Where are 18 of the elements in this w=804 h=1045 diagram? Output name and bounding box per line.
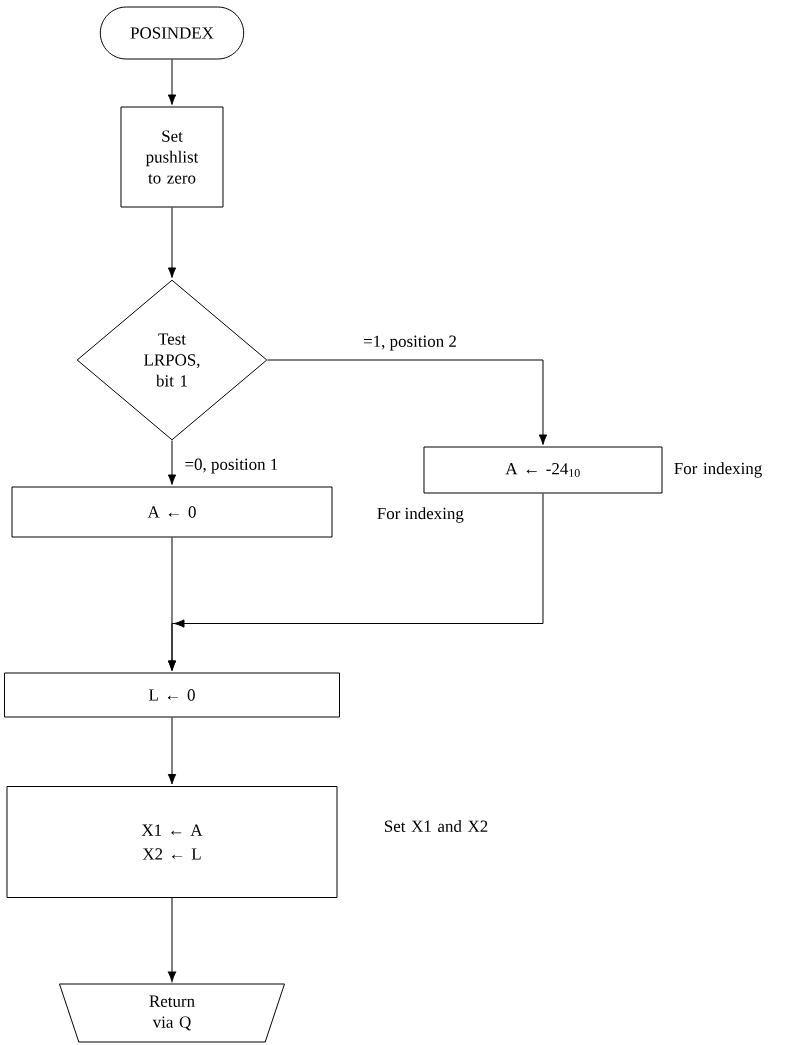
edge-label: =0, position 1 (182, 456, 281, 476)
side-note: For indexing (674, 462, 762, 478)
arrow (167, 493, 544, 671)
side-note: For indexing (377, 507, 464, 523)
return-trapezium: Return via Q (59, 983, 285, 1043)
arrow (167, 897, 177, 982)
arrow (267, 359, 548, 445)
side-note: Set X1 and X2 (384, 820, 488, 832)
arrow (167, 440, 177, 485)
edge-label: =1, position 2 (361, 333, 459, 353)
process-box: Set pushlist to zero (120, 106, 224, 208)
process-box: A ← 0 (11, 486, 333, 538)
process-box: A ← -24$_{10}$ (423, 446, 663, 494)
arrow (167, 59, 177, 105)
process-box: X1 ← A X2 ← L (6, 786, 338, 898)
arrow (167, 207, 177, 278)
process-box: L ← 0 (4, 672, 340, 718)
arrow (167, 717, 177, 785)
